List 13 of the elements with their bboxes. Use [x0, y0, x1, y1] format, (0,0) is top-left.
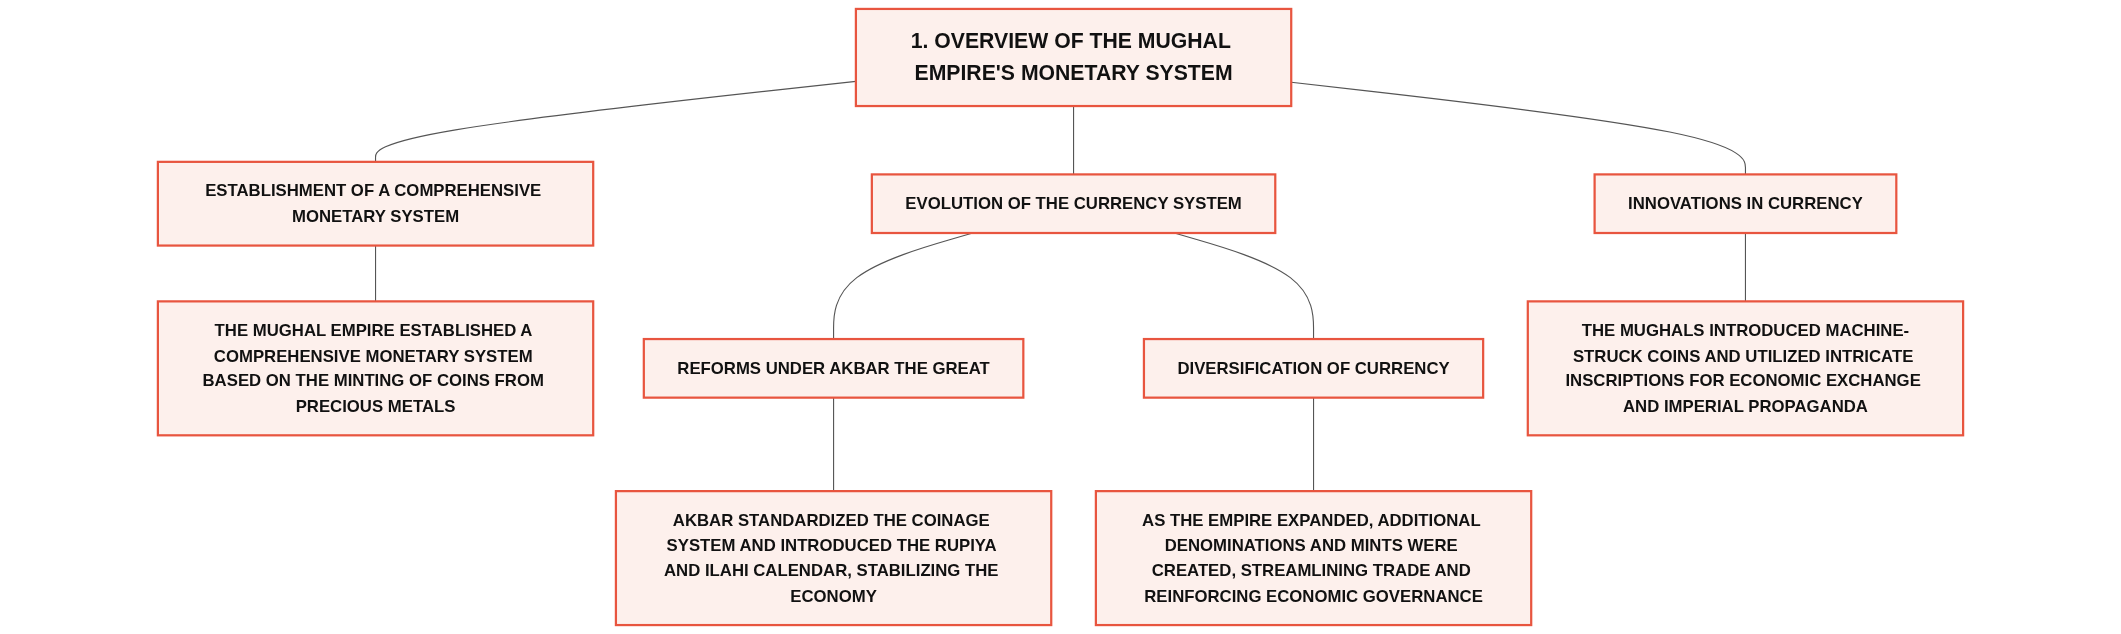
node-box: AKBAR STANDARDIZED THE COINAGE SYSTEM AND INTRODUCED THE RUPIYA AND ILAHI CALENDAR, STABILIZING THE ECONOMY [614, 490, 1053, 627]
node-box: REFORMS UNDER AKBAR THE GREAT [642, 337, 1025, 399]
node-box: THE MUGHALS INTRODUCED MACHINE-STRUCK COINS AND UTILIZED INTRICATE INSCRIPTIONS FOR ECONOMIC EXCHANGE AND IMPERIAL PROPAGANDA [1526, 300, 1965, 437]
connector [1313, 397, 1315, 492]
node-box: THE MUGHAL EMPIRE ESTABLISHED A COMPREHENSIVE MONETARY SYSTEM BASED ON THE MINTING OF COINS FROM PRECIOUS METALS [156, 300, 595, 437]
connector [833, 397, 835, 492]
node-box: EVOLUTION OF THE CURRENCY SYSTEM [870, 173, 1277, 235]
node-box: 1. OVERVIEW OF THE MUGHAL EMPIRE'S MONETARY SYSTEM [854, 7, 1293, 108]
connector [375, 245, 377, 302]
node-box: DIVERSIFICATION OF CURRENCY [1142, 337, 1485, 399]
node-box: INNOVATIONS IN CURRENCY [1593, 173, 1898, 235]
node-box: ESTABLISHMENT OF A COMPREHENSIVE MONETARY SYSTEM [156, 160, 595, 247]
node-box: AS THE EMPIRE EXPANDED, ADDITIONAL DENOMINATIONS AND MINTS WERE CREATED, STREAMLINING TRADE AND REINFORCING ECONOMIC GOVERNANCE [1094, 490, 1533, 627]
